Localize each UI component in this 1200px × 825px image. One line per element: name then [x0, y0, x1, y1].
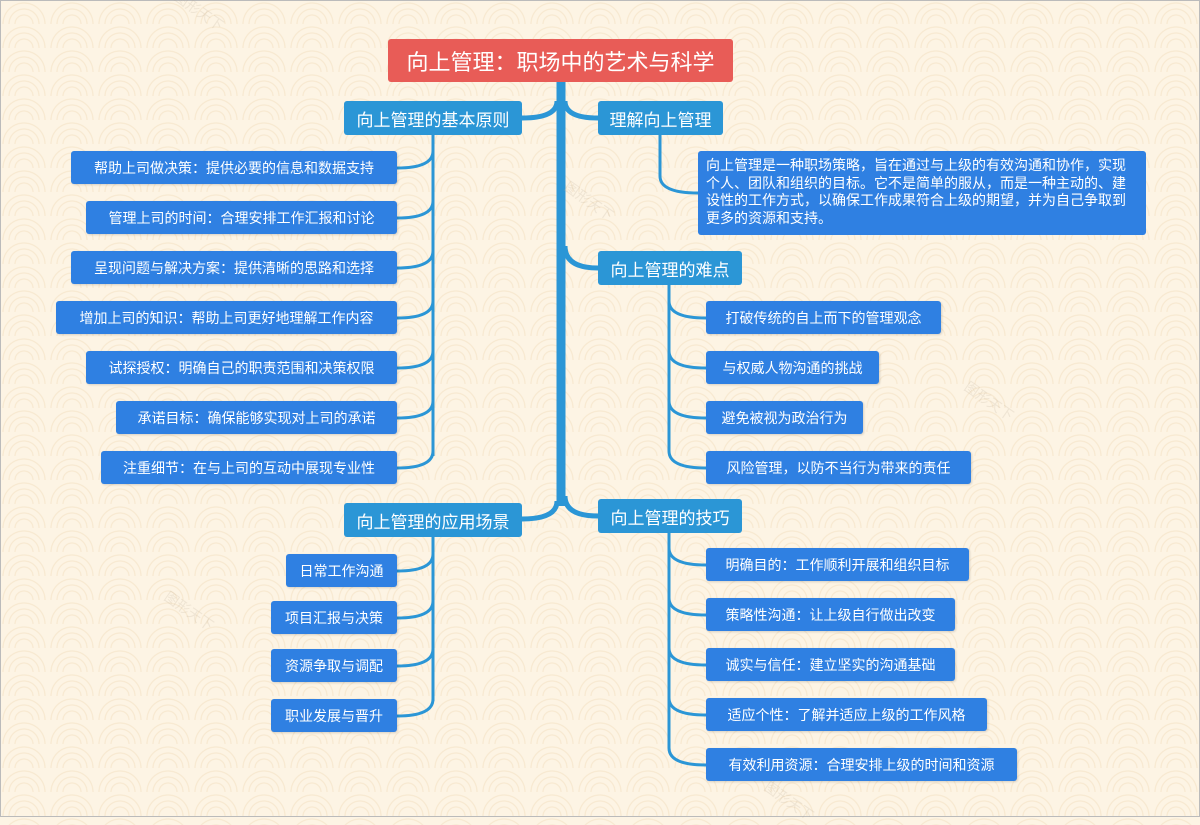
principle-item[interactable]: 呈现问题与解决方案：提供清晰的思路和选择 — [71, 251, 397, 284]
branch-principles[interactable]: 向上管理的基本原则 — [344, 101, 522, 135]
principle-item[interactable]: 注重细节：在与上司的互动中展现专业性 — [101, 451, 397, 484]
principle-item[interactable]: 试探授权：明确自己的职责范围和决策权限 — [86, 351, 397, 384]
principle-item[interactable]: 帮助上司做决策：提供必要的信息和数据支持 — [71, 151, 397, 184]
scenario-item[interactable]: 职业发展与晋升 — [271, 699, 397, 732]
skill-item[interactable]: 有效利用资源：合理安排上级的时间和资源 — [706, 748, 1017, 781]
branch-scenarios[interactable]: 向上管理的应用场景 — [344, 503, 522, 537]
root-topic[interactable]: 向上管理：职场中的艺术与科学 — [388, 39, 733, 82]
branch-understanding[interactable]: 理解向上管理 — [598, 101, 723, 135]
skill-item[interactable]: 适应个性：了解并适应上级的工作风格 — [706, 698, 987, 731]
principle-item[interactable]: 增加上司的知识：帮助上司更好地理解工作内容 — [56, 301, 397, 334]
understanding-text[interactable]: 向上管理是一种职场策略，旨在通过与上级的有效沟通和协作，实现个人、团队和组织的目… — [698, 151, 1146, 235]
skill-item[interactable]: 诚实与信任：建立坚实的沟通基础 — [706, 648, 955, 681]
branch-difficulties[interactable]: 向上管理的难点 — [598, 251, 742, 285]
scenario-item[interactable]: 资源争取与调配 — [271, 649, 397, 682]
scenario-item[interactable]: 项目汇报与决策 — [271, 601, 397, 634]
scenario-item[interactable]: 日常工作沟通 — [286, 554, 397, 587]
difficulty-item[interactable]: 与权威人物沟通的挑战 — [706, 351, 879, 384]
skill-item[interactable]: 策略性沟通：让上级自行做出改变 — [706, 598, 955, 631]
branch-skills[interactable]: 向上管理的技巧 — [598, 499, 742, 533]
principle-item[interactable]: 承诺目标：确保能够实现对上司的承诺 — [116, 401, 397, 434]
principle-item[interactable]: 管理上司的时间：合理安排工作汇报和讨论 — [86, 201, 397, 234]
difficulty-item[interactable]: 打破传统的自上而下的管理观念 — [706, 301, 941, 334]
difficulty-item[interactable]: 风险管理，以防不当行为带来的责任 — [706, 451, 971, 484]
difficulty-item[interactable]: 避免被视为政治行为 — [706, 401, 863, 434]
skill-item[interactable]: 明确目的：工作顺利开展和组织目标 — [706, 548, 969, 581]
